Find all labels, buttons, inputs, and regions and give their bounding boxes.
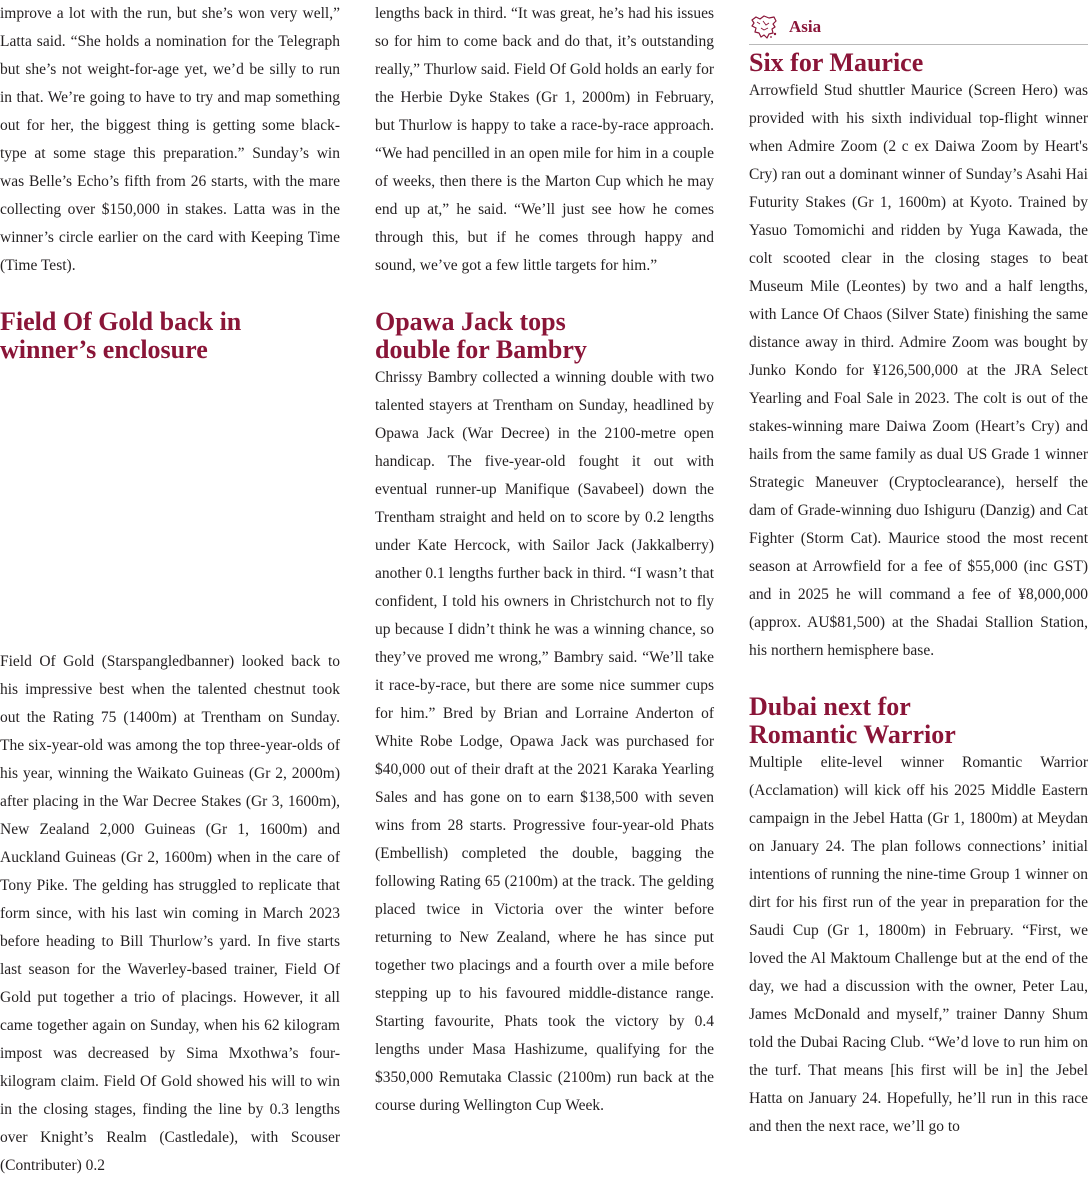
- paragraph-opawa-jack: Chrissy Bambry collected a winning doubl…: [375, 369, 714, 1114]
- heading-line: Dubai next for: [749, 692, 911, 721]
- heading-romantic-warrior: Dubai next for Romantic Warrior: [749, 693, 1088, 749]
- column-2: lengths back in third. “It was great, he…: [375, 0, 714, 1120]
- heading-line: Romantic Warrior: [749, 720, 956, 749]
- region-header-asia: Asia: [749, 0, 1088, 45]
- heading-opawa-jack: Opawa Jack tops double for Bambry: [375, 308, 714, 364]
- image-placeholder-space: [0, 364, 340, 648]
- region-label: Asia: [789, 17, 822, 36]
- heading-line: winner’s enclosure: [0, 335, 208, 364]
- heading-line: Opawa Jack tops: [375, 307, 566, 336]
- paragraph-field-of-gold: Field Of Gold (Starspangledbanner) looke…: [0, 653, 340, 1174]
- paragraph-field-of-gold-continued: lengths back in third. “It was great, he…: [375, 5, 714, 274]
- heading-field-of-gold: Field Of Gold back in winner’s enclosure: [0, 308, 340, 364]
- heading-line: double for Bambry: [375, 335, 587, 364]
- heading-line: Field Of Gold back in: [0, 307, 242, 336]
- asia-map-icon: [749, 14, 779, 40]
- paragraph-romantic-warrior: Multiple elite-level winner Romantic War…: [749, 754, 1088, 1135]
- column-1: improve a lot with the run, but she’s wo…: [0, 0, 340, 1180]
- paragraph-maurice: Arrowfield Stud shuttler Maurice (Screen…: [749, 82, 1088, 659]
- paragraph-belles-echo-end: improve a lot with the run, but she’s wo…: [0, 5, 340, 274]
- heading-six-for-maurice: Six for Maurice: [749, 48, 924, 77]
- column-3: Asia Six for Maurice Arrowfield Stud shu…: [749, 0, 1088, 1141]
